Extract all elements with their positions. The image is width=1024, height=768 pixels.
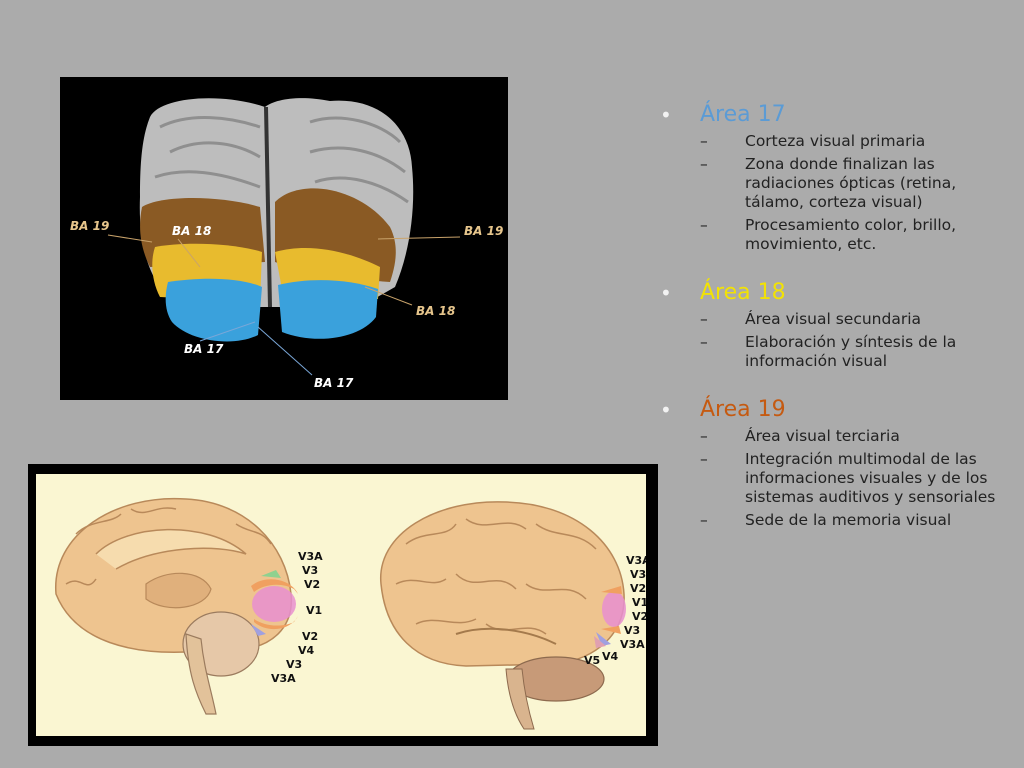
- brain-posterior-view: BA 19 BA 18 BA 19 BA 18 BA 17 BA 17: [70, 98, 503, 390]
- bullet-dot: •: [660, 281, 672, 305]
- label-ba17-left: BA 17: [184, 342, 224, 356]
- area-17-title: Área 17: [700, 102, 786, 127]
- medial-label-v1: V1: [306, 604, 322, 617]
- lateral-label-v2-top: V2: [630, 582, 646, 595]
- label-ba17-bottom: BA 17: [314, 376, 354, 390]
- brodmann-areas-figure: BA 19 BA 18 BA 19 BA 18 BA 17 BA 17: [60, 77, 508, 400]
- area-19-section: • Área 19 –Área visual terciaria –Integr…: [660, 393, 1010, 530]
- bullet-list: • Área 17 –Corteza visual primaria –Zona…: [660, 98, 1010, 552]
- visual-areas-panel: V3A V3 V2 V1 V2 V4 V3 V3A V3A V3 V2 V1 V…: [36, 474, 646, 736]
- list-item: –Elaboración y síntesis de la informació…: [700, 333, 957, 370]
- medial-label-v2-top: V2: [304, 578, 320, 591]
- list-item: –Integración multimodal de las informaci…: [700, 450, 996, 506]
- lateral-label-v1: V1: [632, 596, 646, 609]
- area-17-section: • Área 17 –Corteza visual primaria –Zona…: [660, 98, 1010, 254]
- visual-areas-diagram: V3A V3 V2 V1 V2 V4 V3 V3A V3A V3 V2 V1 V…: [36, 474, 646, 736]
- label-ba18-left: BA 18: [172, 224, 211, 238]
- medial-label-v3a-top: V3A: [298, 550, 323, 563]
- lateral-label-v3a-bottom: V3A: [620, 638, 645, 651]
- lateral-label-v3-top: V3: [630, 568, 646, 581]
- list-item: –Sede de la memoria visual: [700, 511, 952, 529]
- lateral-label-v3a-top: V3A: [626, 554, 646, 567]
- medial-label-v3a-bottom: V3A: [271, 672, 296, 685]
- area-19-title: Área 19: [700, 397, 786, 422]
- bullet-dot: •: [660, 103, 672, 127]
- medial-label-v3-bottom: V3: [286, 658, 302, 671]
- lateral-label-v4: V4: [602, 650, 619, 663]
- area-18-title: Área 18: [700, 280, 786, 305]
- lateral-label-v2-bottom: V2: [632, 610, 646, 623]
- label-ba19-right: BA 19: [464, 224, 503, 238]
- medial-label-v3-top: V3: [302, 564, 318, 577]
- medial-label-v4: V4: [298, 644, 315, 657]
- medial-label-v2-bottom: V2: [302, 630, 318, 643]
- label-ba18-right: BA 18: [416, 304, 455, 318]
- visual-areas-figure: V3A V3 V2 V1 V2 V4 V3 V3A V3A V3 V2 V1 V…: [28, 464, 658, 746]
- list-item: –Corteza visual primaria: [700, 132, 926, 150]
- area-18-section: • Área 18 –Área visual secundaria –Elabo…: [660, 276, 1010, 371]
- list-item: –Área visual terciaria: [700, 427, 900, 445]
- list-item: –Procesamiento color, brillo, movimiento…: [700, 216, 957, 253]
- lateral-label-v3-bottom: V3: [624, 624, 640, 637]
- list-item: –Área visual secundaria: [700, 310, 922, 328]
- label-ba19-left: BA 19: [70, 219, 109, 233]
- bullet-dot: •: [660, 398, 672, 422]
- list-item: –Zona donde finalizan las radiaciones óp…: [700, 155, 957, 211]
- lateral-label-v5: V5: [584, 654, 600, 667]
